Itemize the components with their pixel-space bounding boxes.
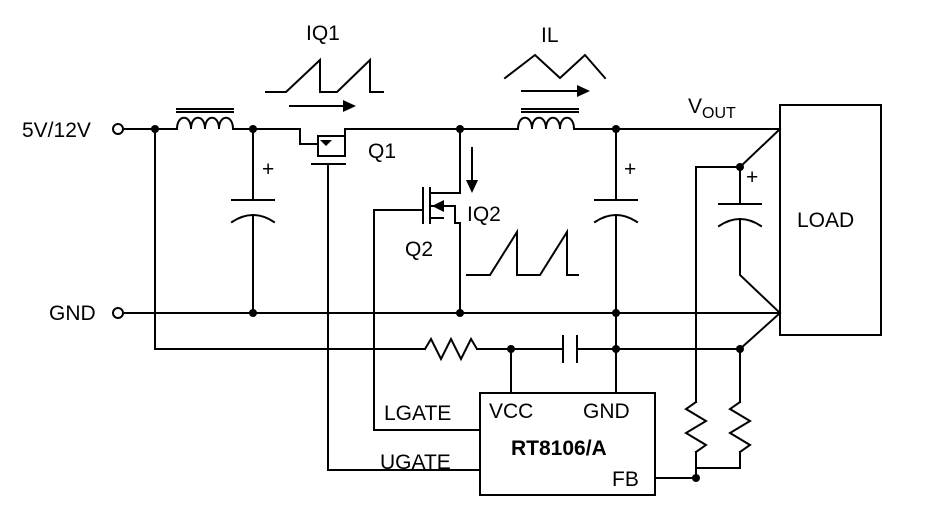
pin-fb-label: FB — [612, 468, 639, 491]
iq2-waveform — [466, 228, 579, 276]
junction-dot — [249, 125, 257, 133]
pin-gnd-label: GND — [583, 400, 630, 423]
sense-positive-wire — [738, 127, 782, 169]
iq1-arrowhead — [343, 100, 356, 112]
gnd-terminal — [112, 307, 124, 319]
input-capacitor — [230, 128, 276, 314]
vout-label: VOUT — [688, 95, 736, 122]
sense-negative-wire — [738, 311, 782, 351]
junction-dot — [736, 163, 744, 171]
il-waveform — [503, 53, 607, 80]
iq2-arrowhead — [466, 180, 478, 193]
fb-top-wire — [695, 166, 741, 403]
junction-dot — [507, 345, 515, 353]
output-capacitor — [593, 128, 639, 350]
il-label: IL — [541, 24, 559, 47]
fb-resistor-left — [684, 400, 708, 454]
iq1-waveform — [265, 57, 384, 93]
load-label: LOAD — [797, 209, 854, 232]
load-box — [779, 104, 882, 336]
junction-dot — [456, 125, 464, 133]
junction-dot — [736, 345, 744, 353]
q1-label: Q1 — [368, 140, 396, 163]
q2-mosfet — [373, 128, 481, 431]
controller-name: RT8106/A — [511, 437, 607, 460]
vcc-supply-wire — [154, 128, 426, 350]
junction-dot — [612, 309, 620, 317]
iq1-label: IQ1 — [306, 22, 340, 45]
input-voltage-label: 5V/12V — [22, 119, 91, 142]
pin-vcc-label: VCC — [489, 400, 533, 423]
iq2-label: IQ2 — [467, 203, 501, 226]
q2-label: Q2 — [405, 238, 433, 261]
input-inductor — [175, 108, 235, 131]
q1-mosfet — [299, 128, 481, 471]
il-arrowhead — [577, 85, 590, 97]
fb-divider-wire — [695, 348, 741, 479]
output-inductor — [516, 108, 579, 131]
controller-ic — [479, 392, 656, 496]
vcc-resistor — [423, 336, 479, 362]
gnd-label: GND — [49, 302, 96, 325]
load-capacitor — [717, 166, 782, 315]
input-terminal — [112, 123, 124, 135]
junction-dot — [249, 309, 257, 317]
junction-dot — [692, 474, 700, 482]
ugate-label: UGATE — [380, 451, 451, 474]
bypass-capacitor — [562, 335, 578, 363]
output-cap-plus: + — [624, 158, 636, 181]
junction-dot — [151, 125, 159, 133]
junction-dot — [612, 125, 620, 133]
load-cap-plus: + — [746, 166, 758, 189]
input-cap-plus: + — [262, 158, 274, 181]
junction-dot — [612, 345, 620, 353]
fb-resistor-right — [728, 400, 752, 454]
lgate-label: LGATE — [384, 402, 451, 425]
junction-dot — [456, 309, 464, 317]
